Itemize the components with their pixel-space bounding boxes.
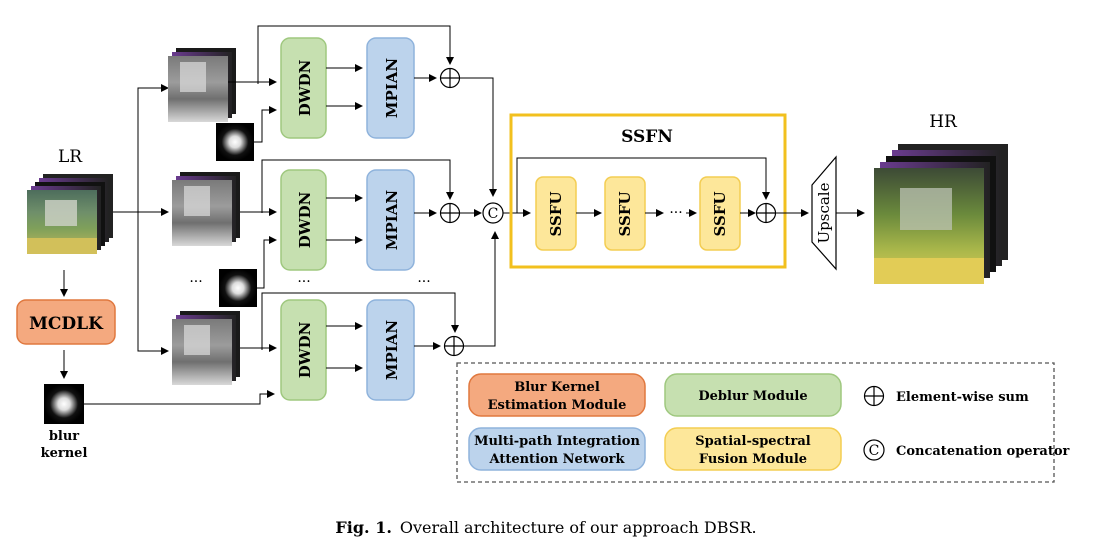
- branch1-kernel-image: [216, 123, 254, 161]
- upscale-block: [811, 155, 837, 271]
- caption-text: Overall architecture of our approach DBS…: [400, 518, 757, 537]
- legend-ssfm-swatch: [664, 427, 842, 471]
- blur-kernel-label-2: kernel: [41, 446, 88, 461]
- legend-concat-symbol: C: [869, 443, 880, 459]
- branch2-image-stack: [172, 172, 240, 246]
- legend-mpian-line1: Multi-path Integration: [474, 434, 640, 449]
- ssfu-label-1: SSFU: [547, 191, 565, 236]
- ssfn-label: SSFN: [621, 127, 673, 147]
- branch1-dwdn-label: DWDN: [296, 59, 314, 116]
- concat-operator: C: [482, 202, 504, 224]
- legend-ssfm-line2: Fusion Module: [699, 452, 807, 467]
- caption-prefix: Fig. 1.: [335, 518, 391, 537]
- legend-deblur-swatch: [664, 373, 842, 417]
- ellipsis-mpian: ...: [417, 270, 430, 286]
- legend-box: [456, 362, 1055, 483]
- ellipsis-images: ...: [189, 270, 202, 286]
- legend-mpian-line2: Attention Network: [488, 452, 625, 467]
- branch2-dwdn-label: DWDN: [296, 191, 314, 248]
- mcdlk-label: MCDLK: [29, 314, 104, 334]
- figure-caption: Fig. 1. Overall architecture of our appro…: [335, 518, 756, 537]
- ellipsis-dwdn: ...: [297, 270, 310, 286]
- branch1-image-stack: [168, 48, 236, 122]
- mcdlk-box: [16, 299, 116, 345]
- branch2-mpian-label: MPIAN: [383, 190, 401, 251]
- upscale-label: Upscale: [815, 182, 833, 243]
- hr-label: HR: [929, 112, 958, 132]
- ssfu-middle-ellipsis: ···: [669, 205, 682, 221]
- legend-blur-kernel-line1: Blur Kernel: [514, 380, 600, 395]
- blur-kernel-label-1: blur: [49, 429, 79, 444]
- branch3-dwdn-box: [280, 299, 327, 401]
- branch2-dwdn-box: [280, 169, 327, 271]
- branch1-dwdn-box: [280, 37, 327, 139]
- legend-sum-label: Element-wise sum: [896, 390, 1029, 405]
- ssfn-container: [509, 113, 787, 269]
- legend-blur-kernel-line2: Estimation Module: [488, 398, 627, 413]
- branch3-image-stack: [172, 311, 240, 385]
- branch2-mpian-box: [366, 169, 415, 271]
- lr-image-stack: [27, 174, 113, 254]
- branch3-dwdn-label: DWDN: [296, 321, 314, 378]
- branch1-mpian-box: [366, 37, 415, 139]
- legend-deblur-label: Deblur Module: [698, 389, 807, 404]
- branch3-sum-operator: [443, 335, 465, 357]
- hr-image-stack: [874, 144, 1008, 284]
- ssfu-label-3: SSFU: [711, 191, 729, 236]
- ssfn-sum-operator: [755, 202, 777, 224]
- legend-blur-kernel-swatch: [468, 373, 646, 417]
- legend-ssfm-line1: Spatial-spectral: [695, 434, 810, 449]
- branch1-mpian-label: MPIAN: [383, 58, 401, 119]
- lr-label: LR: [58, 147, 83, 167]
- branch2-kernel-image: [219, 269, 257, 307]
- branch3-mpian-box: [366, 299, 415, 401]
- branch1-sum-operator: [439, 67, 461, 89]
- branch3-mpian-label: MPIAN: [383, 320, 401, 381]
- branch2-sum-operator: [439, 202, 461, 224]
- legend-concat-label: Concatenation operator: [896, 444, 1070, 459]
- legend-concat-icon: C: [863, 439, 885, 461]
- ssfu-label-2: SSFU: [616, 191, 634, 236]
- legend-sum-icon: [863, 385, 885, 407]
- concat-operator-symbol: C: [488, 206, 499, 222]
- blur-kernel-image: [44, 384, 84, 424]
- legend-mpian-swatch: [468, 427, 646, 471]
